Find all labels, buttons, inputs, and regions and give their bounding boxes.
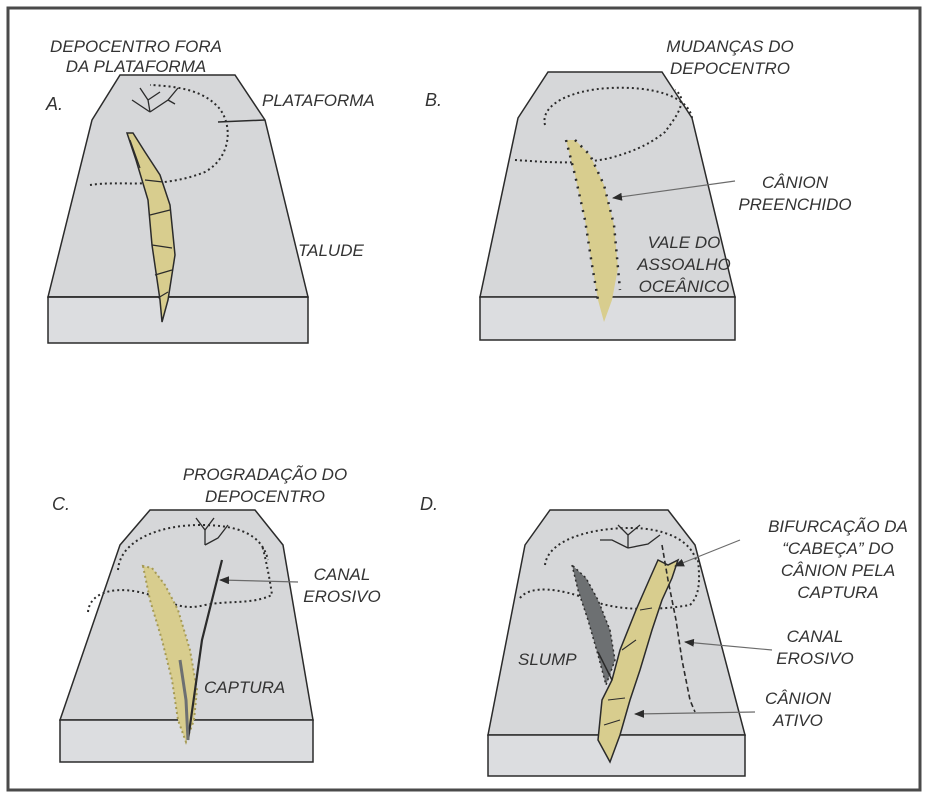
canal-label: EROSIVO [303,587,380,606]
plataforma-label: PLATAFORMA [262,91,375,110]
title-line: MUDANÇAS DO [666,37,794,56]
canion-label: CÂNION [762,173,829,192]
title-line: DEPOCENTRO [205,487,325,506]
canal-label: CANAL [314,565,371,584]
title-line: PROGRADAÇÃO DO [183,465,347,484]
bifurcacao-label: CAPTURA [797,583,878,602]
bifurcacao-label: CÂNION PELA [781,561,895,580]
canal-label: CANAL [787,627,844,646]
panel-letter: C. [52,494,70,514]
title-line: DEPOCENTRO FORA [50,37,222,56]
slump-label: SLUMP [518,650,577,669]
panel-letter: D. [420,494,438,514]
vale-label: VALE DO [648,233,721,252]
captura-label: CAPTURA [204,678,285,697]
title-line: DEPOCENTRO [670,59,790,78]
canion-label: ATIVO [772,711,823,730]
title-line: DA PLATAFORMA [66,57,206,76]
bifurcacao-label: BIFURCAÇÃO DA [768,517,908,536]
vale-label: ASSOALHO [636,255,731,274]
canal-label: EROSIVO [776,649,853,668]
bifurcacao-label: “CABEÇA” DO [782,539,893,558]
canion-label: CÂNION [765,689,832,708]
panel-letter: B. [425,90,442,110]
talude-label: TALUDE [298,241,364,260]
panel-letter: A. [45,94,63,114]
vale-label: OCEÂNICO [639,277,730,296]
canion-label: PREENCHIDO [738,195,851,214]
